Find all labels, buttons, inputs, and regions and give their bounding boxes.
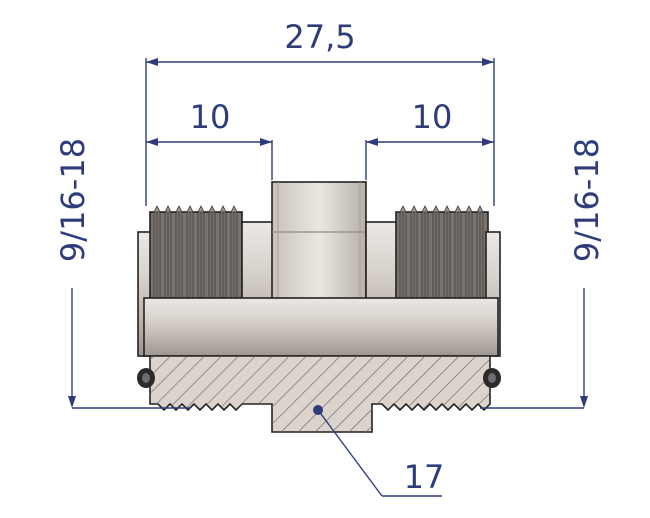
thread-crest [443, 205, 451, 213]
thread-crest [421, 205, 429, 213]
thread-crest [432, 205, 440, 213]
thread-ridge [153, 211, 161, 299]
left-thread-size-label: 9/16-18 [54, 138, 92, 262]
fitting-body [137, 181, 501, 357]
thread-crest [153, 205, 161, 213]
thread-ridge [476, 211, 484, 299]
hex-callout-leader [317, 409, 383, 497]
thread-crest [186, 205, 194, 213]
hex-size-label: 17 [404, 458, 445, 496]
thread-crest [465, 205, 473, 213]
thread-crest [399, 205, 407, 213]
thread-ridge [230, 211, 238, 299]
thread-ridge [164, 211, 172, 299]
thread-crest [219, 205, 227, 213]
center-bore [143, 297, 499, 357]
thread-crest [454, 205, 462, 213]
thread-ridge [219, 211, 227, 299]
thread-ridge [443, 211, 451, 299]
right-thread-size-label: 9/16-18 [568, 138, 606, 262]
thread-ridge [399, 211, 407, 299]
thread-crest [410, 205, 418, 213]
thread-crest [197, 205, 205, 213]
thread-ridge [410, 211, 418, 299]
thread-ridge [175, 211, 183, 299]
thread-crest [208, 205, 216, 213]
left-thread-length-label: 10 [190, 98, 231, 136]
thread-ridge [186, 211, 194, 299]
thread-crest [230, 205, 238, 213]
thread-ridge [465, 211, 473, 299]
thread-ridge [208, 211, 216, 299]
thread-ridge [421, 211, 429, 299]
thread-crest [164, 205, 172, 213]
dimension-lines [68, 58, 588, 497]
cross-section [137, 355, 501, 433]
right-thread-length-label: 10 [412, 98, 453, 136]
thread-crest [175, 205, 183, 213]
thread-ridge [454, 211, 462, 299]
thread-ridge [432, 211, 440, 299]
thread-ridge [197, 211, 205, 299]
thread-crest [476, 205, 484, 213]
overall-length-label: 27,5 [284, 18, 355, 56]
